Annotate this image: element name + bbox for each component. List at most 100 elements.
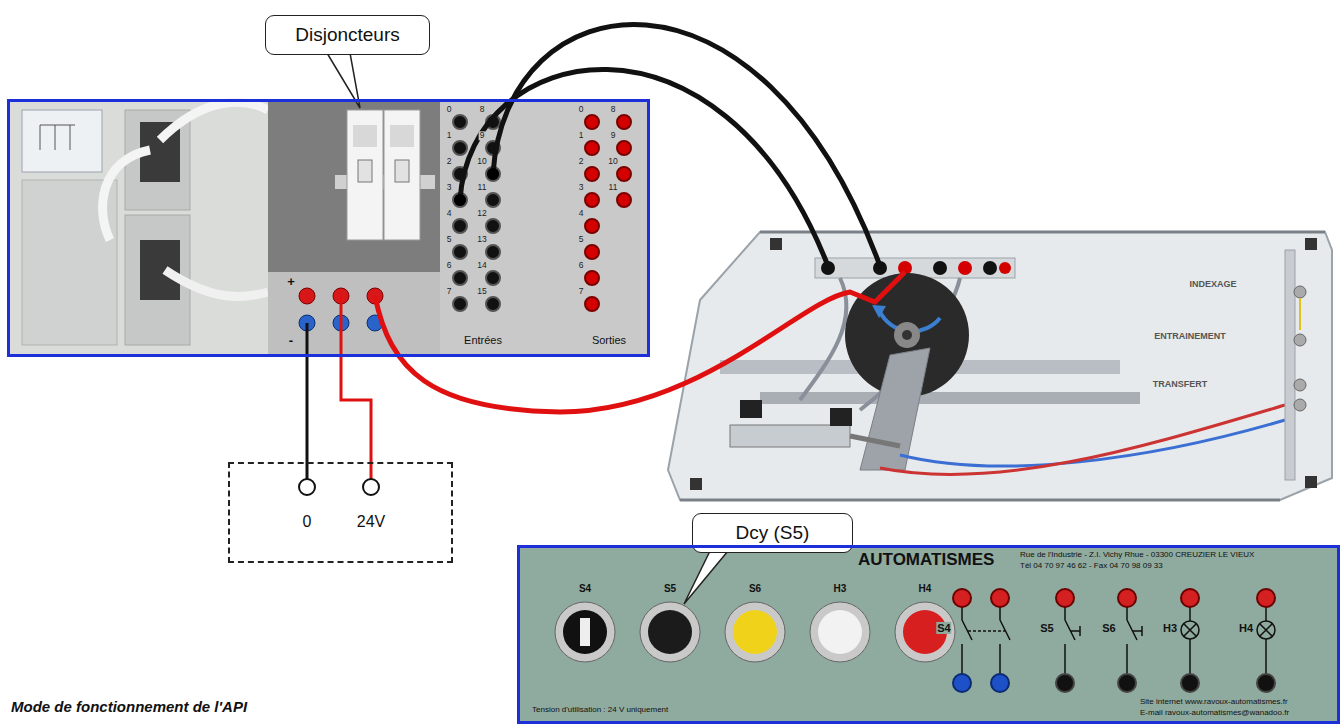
node-text: Tél 04 70 97 46 62 - Fax 04 70 98 09 33 (1020, 562, 1163, 571)
switch-wire (1299, 298, 1301, 330)
io-number: 8 (479, 105, 486, 114)
io-area (440, 102, 647, 354)
output-jack (585, 193, 599, 207)
breaker (347, 110, 383, 240)
button-caption: S6 (748, 583, 762, 594)
red-jack (953, 589, 971, 607)
black-jack (1257, 674, 1275, 692)
output-jack (585, 271, 599, 285)
ribbon-cable (165, 270, 268, 297)
breaker-plate (390, 125, 414, 147)
node-text: Dcy (S5) (736, 523, 810, 544)
input-jack (486, 167, 500, 181)
supply-wire (306, 357, 309, 462)
input-wire (493, 25, 880, 266)
supply-wire (341, 357, 371, 462)
contact-symbols (962, 607, 1275, 674)
input-jack (453, 271, 467, 285)
io-number: 7 (578, 287, 585, 296)
plug (487, 168, 499, 180)
machine-terminal (999, 262, 1011, 274)
node-text: Entrées (464, 334, 502, 346)
station-label: ENTRAINEMENT (1153, 332, 1227, 342)
case-corner (770, 238, 782, 250)
plc-display (40, 125, 75, 150)
key-slot (580, 618, 590, 646)
input-jack (453, 245, 467, 259)
lamp-symbol (1181, 621, 1199, 639)
input-jack (486, 297, 500, 311)
io-number: 5 (446, 235, 453, 244)
pilot-lamp (818, 610, 862, 654)
supply-terminal (363, 479, 379, 495)
breaker-plate (353, 125, 377, 147)
button-symbol (1127, 607, 1142, 674)
input-jack (486, 193, 500, 207)
io-number: 9 (610, 131, 617, 140)
io-number: 2 (446, 157, 453, 166)
terminal-label: H3 (1162, 622, 1178, 634)
terminal-panel: AUTOMATISMESRue de l'Industrie - Z.I. Vi… (517, 545, 1340, 724)
ribbon-cable (160, 102, 268, 140)
io-number: 0 (578, 105, 585, 114)
blue-jack (953, 674, 971, 692)
button-caption: H3 (833, 583, 848, 594)
button-bezel (810, 602, 870, 662)
io-number: 10 (476, 157, 487, 166)
key-switch (563, 610, 607, 654)
air-tube (900, 420, 1285, 466)
io-number: 5 (578, 235, 585, 244)
wire-24v (340, 296, 343, 357)
io-number: 3 (446, 183, 453, 192)
io-number: 3 (578, 183, 585, 192)
button-bezel (555, 602, 615, 662)
node-text: Tension d'utilisation : 24 V uniquement (532, 706, 668, 715)
red-terminal (299, 288, 315, 304)
station-label: INDEXAGE (1188, 280, 1237, 290)
breaker (384, 110, 420, 240)
io-number: 8 (610, 105, 617, 114)
lamp-symbol (1184, 607, 1196, 674)
terminal-label: S5 (1039, 622, 1054, 634)
io-number: 14 (476, 261, 487, 270)
panel-ground (7, 99, 650, 357)
input-jack (486, 271, 500, 285)
io-number: 12 (476, 209, 487, 218)
io-number: 10 (607, 157, 618, 166)
io-number: 9 (479, 131, 486, 140)
push-button (733, 610, 777, 654)
io-number: 15 (476, 287, 487, 296)
input-jack (453, 193, 467, 207)
output-jack (585, 167, 599, 181)
terminal-label: S6 (1101, 622, 1116, 634)
output-jack (617, 115, 631, 129)
plc-module (10, 102, 268, 354)
io-number: 13 (476, 235, 487, 244)
limit-switch (1294, 379, 1306, 391)
limit-switch (1294, 399, 1306, 411)
output-jack (617, 141, 631, 155)
callout-bubble: Disjoncteurs (265, 15, 430, 55)
solenoid (830, 408, 852, 426)
output-jack (585, 141, 599, 155)
io-number: 1 (578, 131, 585, 140)
section-heading: Mode de fonctionnement de l'API (10, 699, 248, 716)
node-text: Disjoncteurs (295, 25, 400, 46)
push-button (648, 610, 692, 654)
solenoid (740, 400, 762, 418)
case-corner (1305, 238, 1317, 250)
red-jack (1257, 589, 1275, 607)
case-corner (690, 478, 702, 490)
limit-switch (1294, 334, 1306, 346)
cylinder (730, 425, 850, 447)
wire-0v (306, 323, 309, 357)
air-tube (880, 405, 1285, 475)
output-jack (585, 245, 599, 259)
supply-area (268, 272, 440, 354)
cylinder-rod (850, 436, 900, 446)
machine-terminal (933, 261, 947, 275)
node-text: 0 (303, 513, 312, 531)
plc-cover (22, 110, 102, 172)
